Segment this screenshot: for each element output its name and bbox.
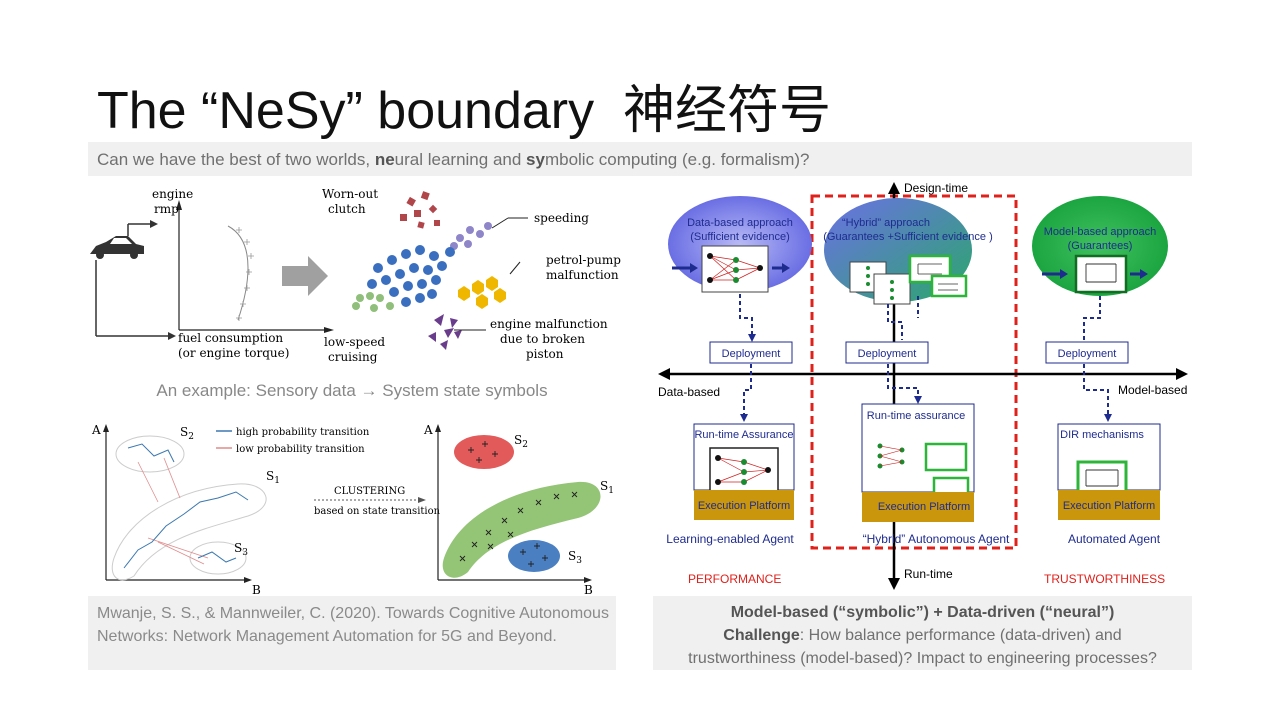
left-agent: Learning-enabled Agent bbox=[666, 532, 794, 546]
page-title: The “NeSy” boundary 神经符号 bbox=[97, 68, 831, 143]
mid-deployment: Deployment bbox=[858, 348, 917, 360]
note-line-2: : How balance performance (data-driven) … bbox=[799, 627, 1122, 644]
legend-high: high probability transition bbox=[236, 427, 370, 438]
axis-b-left: B bbox=[252, 583, 261, 597]
axis-a-right: A bbox=[423, 423, 433, 437]
right-deployment-box bbox=[1045, 341, 1129, 364]
title-text: The “NeSy” boundary bbox=[97, 82, 595, 140]
label-design-time: Design-time bbox=[904, 181, 968, 195]
label-petrol-2: malfunction bbox=[546, 268, 619, 282]
label-petrol-1: petrol-pump bbox=[546, 253, 621, 267]
clustering-figure: A B S2 S1 S3 high probability transition… bbox=[91, 423, 614, 597]
label-s1-right: S1 bbox=[600, 479, 614, 496]
right-platform bbox=[1058, 490, 1160, 520]
cluster-s3 bbox=[508, 540, 560, 572]
left-sub: (Sufficient evidence) bbox=[690, 231, 789, 243]
note-line-3: trustworthiness (model-based)? Impact to… bbox=[688, 650, 1157, 667]
caption-example: An example: Sensory data → System state … bbox=[156, 381, 548, 400]
left-platform bbox=[694, 490, 794, 520]
right-fsm-icon bbox=[1074, 254, 1128, 294]
subtitle: Can we have the best of two worlds, neur… bbox=[97, 150, 809, 170]
x-axis-label-1: fuel consumption bbox=[178, 331, 283, 345]
subtitle-part: Can we have the best of two worlds, bbox=[97, 150, 375, 169]
label-low-speed-2: cruising bbox=[328, 350, 378, 364]
mid-platform-label: Execution Platform bbox=[878, 501, 970, 513]
left-rta: Run-time Assurance bbox=[694, 429, 793, 441]
label-s2-left: S2 bbox=[180, 425, 194, 442]
right-platform-label: Execution Platform bbox=[1063, 500, 1155, 512]
clustering-label: CLUSTERING bbox=[334, 486, 405, 497]
right-sub: (Guarantees) bbox=[1068, 240, 1133, 252]
cluster-s2-outline bbox=[115, 435, 185, 473]
hybrid-region bbox=[810, 194, 1018, 550]
sensor-samples bbox=[236, 227, 254, 321]
subtitle-bar bbox=[88, 142, 1192, 176]
label-engine-1: engine malfunction bbox=[490, 317, 608, 331]
label-engine-3: piston bbox=[526, 347, 564, 361]
note-box bbox=[653, 596, 1192, 670]
mid-fsm-icon-1 bbox=[908, 254, 952, 284]
subtitle-part: ural learning and bbox=[394, 150, 527, 169]
y-axis-label-1: engine bbox=[152, 187, 193, 201]
subtitle-bold-sy: sy bbox=[526, 150, 545, 169]
note-text: Model-based (“symbolic”) + Data-driven (… bbox=[653, 601, 1192, 670]
subtitle-bold-ne: ne bbox=[374, 150, 395, 169]
reference-text: Mwanje, S. S., & Mannweiler, C. (2020). … bbox=[97, 605, 609, 645]
left-platform-label: Execution Platform bbox=[698, 500, 790, 512]
label-worn-out-1: Worn-out bbox=[322, 187, 378, 201]
note-challenge-label: Challenge bbox=[723, 627, 800, 644]
mid-deployment-box bbox=[845, 341, 929, 364]
label-model-based: Model-based bbox=[1118, 383, 1187, 397]
label-run-time: Run-time bbox=[904, 567, 953, 581]
legend-low: low probability transition bbox=[236, 444, 365, 455]
label-s1-left: S1 bbox=[266, 469, 280, 486]
transform-arrow-icon bbox=[282, 256, 328, 296]
title-cjk: 神经符号 bbox=[623, 81, 832, 141]
note-line-1: Model-based (“symbolic”) + Data-driven (… bbox=[730, 604, 1115, 621]
model-based-ellipse bbox=[1032, 196, 1168, 296]
cluster-s1-outline bbox=[111, 483, 267, 581]
label-data-based: Data-based bbox=[658, 385, 720, 399]
state-clusters bbox=[352, 191, 506, 350]
cluster-s3-outline bbox=[189, 541, 247, 575]
axis-b-right: B bbox=[584, 583, 593, 597]
mid-fsm-icon-3 bbox=[924, 442, 968, 472]
right-deployment: Deployment bbox=[1058, 348, 1117, 360]
left-deployment: Deployment bbox=[722, 348, 781, 360]
cluster-s2 bbox=[454, 435, 514, 469]
subtitle-part: mbolic computing (e.g. formalism)? bbox=[544, 150, 810, 169]
label-low-speed-1: low-speed bbox=[324, 335, 385, 349]
label-worn-out-2: clutch bbox=[328, 202, 366, 216]
sensor-figure: engine rmp fuel consumption (or engine t… bbox=[90, 187, 621, 364]
mid-fsm-icon-2 bbox=[930, 274, 968, 298]
label-performance: PERFORMANCE bbox=[688, 572, 781, 586]
label-speeding: speeding bbox=[534, 211, 589, 225]
x-axis-label-2: (or engine torque) bbox=[178, 346, 289, 360]
design-figure: Data-based Model-based Design-time Run-t… bbox=[658, 181, 1188, 590]
left-title: Data-based approach bbox=[687, 217, 793, 229]
right-title: Model-based approach bbox=[1044, 226, 1157, 238]
label-s2-right: S2 bbox=[514, 433, 528, 450]
mid-title: “Hybrid” approach bbox=[842, 217, 930, 229]
cluster-markers bbox=[459, 441, 578, 567]
right-dir: DIR mechanisms bbox=[1060, 429, 1144, 441]
y-axis-label-2: rmp bbox=[154, 202, 179, 216]
label-engine-2: due to broken bbox=[500, 332, 585, 346]
label-s3-right: S3 bbox=[568, 549, 582, 566]
car-icon bbox=[90, 220, 176, 340]
reference-box bbox=[88, 596, 616, 670]
cluster-s1 bbox=[442, 481, 601, 578]
mid-sub: (Guarantees +Sufficient evidence ) bbox=[823, 231, 992, 243]
mid-platform bbox=[862, 492, 974, 522]
right-agent: Automated Agent bbox=[1068, 532, 1161, 546]
clustering-sub: based on state transition bbox=[314, 506, 441, 517]
label-trustworthiness: TRUSTWORTHINESS bbox=[1044, 572, 1165, 586]
label-s3-left: S3 bbox=[234, 541, 248, 558]
left-deployment-box bbox=[709, 341, 793, 364]
mid-agent: “Hybrid” Autonomous Agent bbox=[863, 532, 1010, 546]
mid-rta: Run-time assurance bbox=[867, 410, 965, 422]
axis-a-left: A bbox=[91, 423, 101, 437]
sensor-curve bbox=[227, 225, 249, 321]
